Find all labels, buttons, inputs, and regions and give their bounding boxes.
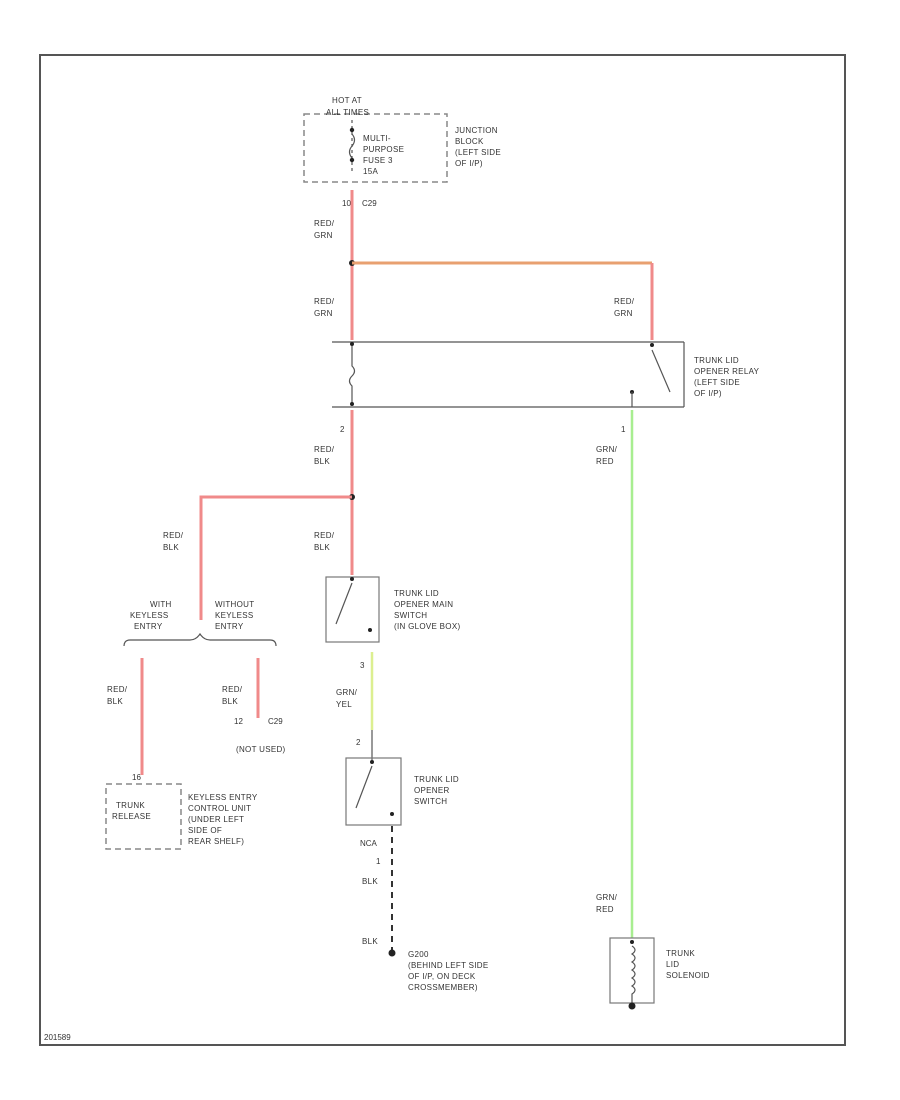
with-keyless-label-1: WITH	[150, 600, 172, 609]
keyless-module-label-2: CONTROL UNIT	[188, 804, 251, 813]
wire-label-red-blk-3b: BLK	[314, 543, 330, 552]
opener-switch-in-pin: 2	[356, 738, 361, 747]
option-bracket	[123, 632, 277, 647]
ground-label-3: OF I/P, ON DECK	[408, 972, 476, 981]
main-switch-label-4: (IN GLOVE BOX)	[394, 622, 460, 631]
not-used-pin: 12	[234, 717, 243, 726]
fuse-label-2: PURPOSE	[363, 145, 404, 154]
junction-block-label-3: (LEFT SIDE	[455, 148, 501, 157]
wire-label-red-grn-1a: RED/	[314, 219, 335, 228]
wire-label-blk-2: BLK	[362, 937, 378, 946]
wire-label-grn-red-1b: RED	[596, 457, 614, 466]
junction-block-fuse: HOT AT ALL TIMES MULTI- PURPOSE FUSE 3 1…	[303, 96, 501, 183]
hot-at-all-times-label-1: HOT AT	[332, 96, 362, 105]
opener-switch-label-1: TRUNK LID	[414, 775, 459, 784]
not-used-label: (NOT USED)	[236, 745, 286, 754]
ground-connector: NCA	[360, 839, 378, 848]
relay-label-3: (LEFT SIDE	[694, 378, 740, 387]
wire-label-red-blk-5a: RED/	[222, 685, 243, 694]
main-switch-label-3: SWITCH	[394, 611, 427, 620]
ground-label-2: (BEHIND LEFT SIDE	[408, 961, 489, 970]
junction-block-label-1: JUNCTION	[455, 126, 498, 135]
wire-label-red-grn-1b: GRN	[314, 231, 333, 240]
opener-switch-out-pin: 1	[376, 857, 381, 866]
main-switch-label-2: OPENER MAIN	[394, 600, 453, 609]
relay-coil-out-pin: 2	[340, 425, 345, 434]
opener-switch-label-3: SWITCH	[414, 797, 447, 806]
wire-label-red-blk-2a: RED/	[163, 531, 184, 540]
fuse-label-1: MULTI-	[363, 134, 391, 143]
solenoid-ground-icon	[628, 1002, 636, 1010]
diagram-code: 201589	[44, 1033, 71, 1042]
relay-label-2: OPENER RELAY	[694, 367, 760, 376]
diagram-frame	[39, 54, 846, 1046]
without-keyless-label-1: WITHOUT	[215, 600, 254, 609]
fuse-label-3: FUSE 3	[363, 156, 393, 165]
keyless-module-label-3: (UNDER LEFT	[188, 815, 244, 824]
junction-block-label-2: BLOCK	[455, 137, 484, 146]
wire-label-red-blk-1a: RED/	[314, 445, 335, 454]
wire-label-red-blk-1b: BLK	[314, 457, 330, 466]
trunk-release-label-1: TRUNK	[116, 801, 145, 810]
trunk-lid-opener-main-switch: TRUNK LID OPENER MAIN SWITCH (IN GLOVE B…	[325, 576, 460, 643]
with-keyless-label-2: KEYLESS	[130, 611, 169, 620]
wire-label-red-grn-2a: RED/	[314, 297, 335, 306]
not-used-connector: C29	[268, 717, 283, 726]
wire-label-grn-yel-a: GRN/	[336, 688, 358, 697]
wire-label-grn-red-2b: RED	[596, 905, 614, 914]
with-keyless-label-3: ENTRY	[134, 622, 163, 631]
fuse-out-pin: 10	[342, 199, 351, 208]
ground-point-icon	[388, 949, 396, 957]
wire-label-red-blk-5b: BLK	[222, 697, 238, 706]
wire-label-grn-red-2a: GRN/	[596, 893, 618, 902]
main-switch-out-pin: 3	[360, 661, 365, 670]
wire-label-red-grn-3a: RED/	[614, 297, 635, 306]
keyless-module-label-1: KEYLESS ENTRY	[188, 793, 258, 802]
keyless-module-label-5: REAR SHELF)	[188, 837, 244, 846]
relay-contact-out-pin: 1	[621, 425, 626, 434]
without-keyless-label-3: ENTRY	[215, 622, 244, 631]
wire-label-red-blk-2b: BLK	[163, 543, 179, 552]
trunk-lid-solenoid: TRUNK LID SOLENOID	[609, 937, 710, 1010]
wire-label-red-blk-4a: RED/	[107, 685, 128, 694]
solenoid-label-1: TRUNK	[666, 949, 695, 958]
fuse-label-4: 15A	[363, 167, 378, 176]
trunk-lid-opener-switch: TRUNK LID OPENER SWITCH	[345, 757, 459, 826]
relay-label-1: TRUNK LID	[694, 356, 739, 365]
keyless-entry-options: WITH KEYLESS ENTRY WITHOUT KEYLESS ENTRY	[123, 600, 277, 647]
wire-label-red-blk-3a: RED/	[314, 531, 335, 540]
wire-label-red-blk-4b: BLK	[107, 697, 123, 706]
opener-switch-label-2: OPENER	[414, 786, 450, 795]
trunk-release-label-2: RELEASE	[112, 812, 151, 821]
keyless-module-label-4: SIDE OF	[188, 826, 222, 835]
wire-label-red-grn-2b: GRN	[314, 309, 333, 318]
solenoid-label-3: SOLENOID	[666, 971, 710, 980]
fuse-out-connector: C29	[362, 199, 377, 208]
junction-block-outline	[303, 113, 448, 183]
ground-label-4: CROSSMEMBER)	[408, 983, 478, 992]
wire-red-blk-branch	[199, 495, 352, 620]
wire-label-grn-red-1a: GRN/	[596, 445, 618, 454]
hot-at-all-times-label-2: ALL TIMES	[326, 108, 369, 117]
wire-label-grn-yel-b: YEL	[336, 700, 352, 709]
opener-switch-box	[345, 757, 402, 826]
solenoid-label-2: LID	[666, 960, 679, 969]
relay-label-4: OF I/P)	[694, 389, 722, 398]
wire-label-blk-1: BLK	[362, 877, 378, 886]
keyless-pin: 16	[132, 773, 141, 782]
main-switch-label-1: TRUNK LID	[394, 589, 439, 598]
main-switch-box	[325, 576, 380, 643]
wire-label-red-grn-3b: GRN	[614, 309, 633, 318]
without-keyless-label-2: KEYLESS	[215, 611, 254, 620]
junction-block-label-4: OF I/P)	[455, 159, 483, 168]
ground-label-1: G200	[408, 950, 429, 959]
trunk-lid-opener-relay: TRUNK LID OPENER RELAY (LEFT SIDE OF I/P…	[332, 341, 760, 408]
